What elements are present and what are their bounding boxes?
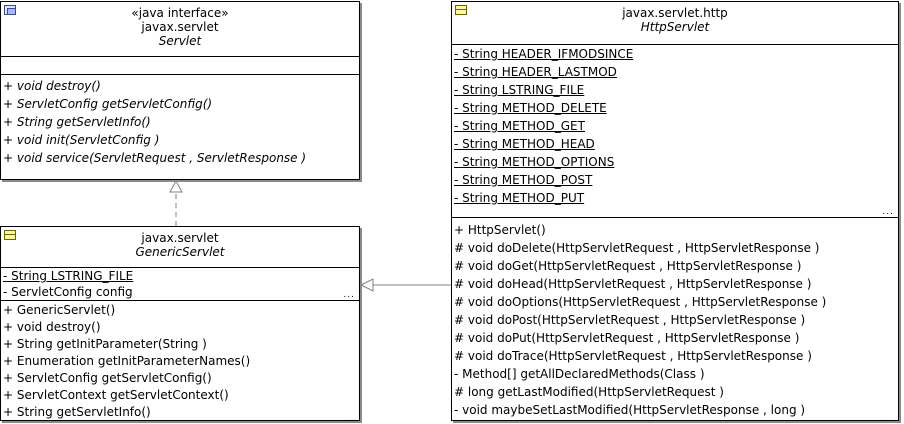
- method-item: + void destroy(): [3, 320, 101, 334]
- operations-compartment: + HttpServlet() # void doDelete(HttpServ…: [452, 217, 898, 424]
- method-item: + void init(ServletConfig ): [3, 133, 160, 147]
- field-item: - ServletConfig config: [3, 285, 133, 299]
- more-methods-ellipsis: ...: [882, 414, 894, 424]
- method-item: # void doOptions(HttpServletRequest , Ht…: [454, 295, 827, 309]
- class-name: GenericServlet: [135, 245, 225, 259]
- method-item: + ServletContext getServletContext(): [3, 388, 229, 402]
- method-item: # long getLastModified(HttpServletReques…: [454, 385, 724, 399]
- method-item: + String getServletInfo(): [3, 405, 151, 419]
- more-methods-ellipsis: ...: [343, 414, 355, 424]
- interface-icon: [4, 5, 16, 15]
- stereotype-label: «java interface»: [131, 6, 229, 20]
- method-item: # void doPut(HttpServletRequest , HttpSe…: [454, 331, 800, 345]
- http-servlet-class-box[interactable]: javax.servlet.http HttpServlet - String …: [451, 1, 899, 424]
- field-item: - String METHOD_HEAD: [454, 137, 595, 151]
- class-name: Servlet: [158, 34, 202, 48]
- more-fields-ellipsis: ...: [882, 207, 894, 217]
- generalization-connector: [359, 278, 451, 292]
- method-item: + ServletConfig getServletConfig(): [3, 97, 213, 111]
- servlet-interface-box[interactable]: «java interface» javax.servlet Servlet +…: [0, 1, 360, 180]
- class-name: HttpServlet: [640, 20, 710, 34]
- package-label: javax.servlet: [141, 231, 219, 245]
- method-item: # void doTrace(HttpServletRequest , Http…: [454, 349, 812, 363]
- class-icon: [455, 5, 467, 15]
- method-item: + void destroy(): [3, 79, 101, 93]
- method-item: + void service(ServletRequest , ServletR…: [3, 151, 307, 165]
- field-item: - String METHOD_POST: [454, 173, 593, 187]
- more-fields-ellipsis: ...: [343, 290, 355, 300]
- method-item: + String getServletInfo(): [3, 115, 151, 129]
- field-item: - String METHOD_PUT: [454, 191, 585, 205]
- class-icon: [4, 230, 16, 240]
- method-item: + ServletConfig getServletConfig(): [3, 371, 212, 385]
- method-item: + HttpServlet(): [454, 223, 546, 237]
- operations-compartment: + void destroy() + ServletConfig getServ…: [1, 74, 359, 182]
- field-item: - String LSTRING_FILE: [3, 269, 134, 283]
- method-item: + GenericServlet(): [3, 303, 116, 317]
- method-item: # void doHead(HttpServletRequest , HttpS…: [454, 277, 812, 291]
- package-label: javax.servlet.http: [622, 6, 728, 20]
- class-header: «java interface» javax.servlet Servlet: [1, 2, 359, 56]
- field-item: - String METHOD_OPTIONS: [454, 155, 615, 169]
- field-item: - String METHOD_GET: [454, 119, 585, 133]
- attributes-compartment: [1, 56, 359, 74]
- method-item: - Method[] getAllDeclaredMethods(Class ): [454, 367, 705, 381]
- method-item: # void doGet(HttpServletRequest , HttpSe…: [454, 259, 802, 273]
- generic-servlet-class-box[interactable]: javax.servlet GenericServlet - String LS…: [0, 226, 360, 424]
- field-item: - String HEADER_IFMODSINCE: [454, 47, 634, 61]
- method-item: - void maybeSetLastModified(HttpServletR…: [454, 403, 806, 417]
- method-item: # void doDelete(HttpServletRequest , Htt…: [454, 241, 820, 255]
- method-item: + String getInitParameter(String ): [3, 337, 207, 351]
- attributes-compartment: - String LSTRING_FILE - ServletConfig co…: [1, 267, 359, 300]
- field-item: - String METHOD_DELETE: [454, 101, 607, 115]
- method-item: # void doPost(HttpServletRequest , HttpS…: [454, 313, 806, 327]
- attributes-compartment: - String HEADER_IFMODSINCE - String HEAD…: [452, 44, 898, 217]
- field-item: - String HEADER_LASTMOD: [454, 65, 617, 79]
- realization-connector: [169, 179, 183, 226]
- package-label: javax.servlet: [141, 20, 219, 34]
- class-header: javax.servlet GenericServlet: [1, 227, 359, 267]
- operations-compartment: + GenericServlet() + void destroy() + St…: [1, 300, 359, 424]
- method-item: + Enumeration getInitParameterNames(): [3, 354, 251, 368]
- field-item: - String LSTRING_FILE: [454, 83, 585, 97]
- class-header: javax.servlet.http HttpServlet: [452, 2, 898, 44]
